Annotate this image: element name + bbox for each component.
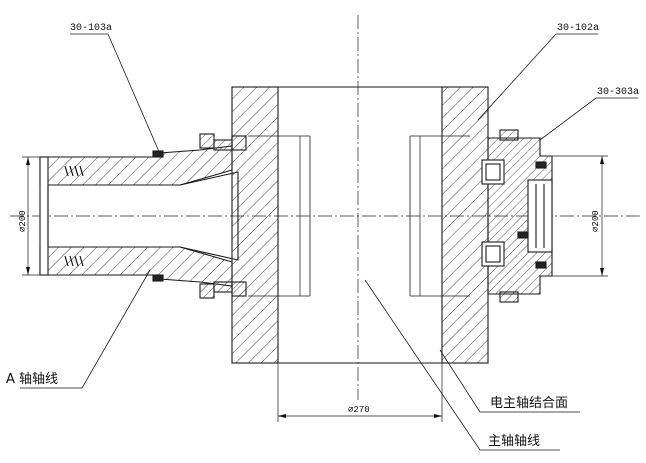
spring-coils-left [64,165,84,267]
main-housing [231,86,489,364]
left-shaft-assembly [39,133,247,299]
motor-spindle-face-label: 电主轴结合面 [490,396,568,411]
right-diameter-dim: ⌀200 [591,210,601,232]
bore-diameter-dim: ⌀270 [348,405,370,415]
housing-right-wall [441,86,489,364]
dimension-texts: ⌀200 ⌀200 ⌀270 [18,210,601,415]
spindle-axis-label: 主轴轴线 [488,434,540,449]
part-label-30-303a: 30-303a [597,87,639,98]
housing-left-wall [231,86,279,364]
part-label-30-102a: 30-102a [557,23,599,34]
labels: 30-103a 30-102a 30-303a A 轴轴线 电主轴结合面 主轴轴… [6,23,639,449]
part-label-30-103a: 30-103a [70,23,112,34]
a-axis-label: A 轴轴线 [6,372,58,387]
leader-lines [20,33,638,451]
dimension-arrows [26,156,604,418]
right-flange-assembly [481,129,553,303]
dimension-lines [22,136,608,422]
left-diameter-dim: ⌀200 [18,210,28,232]
